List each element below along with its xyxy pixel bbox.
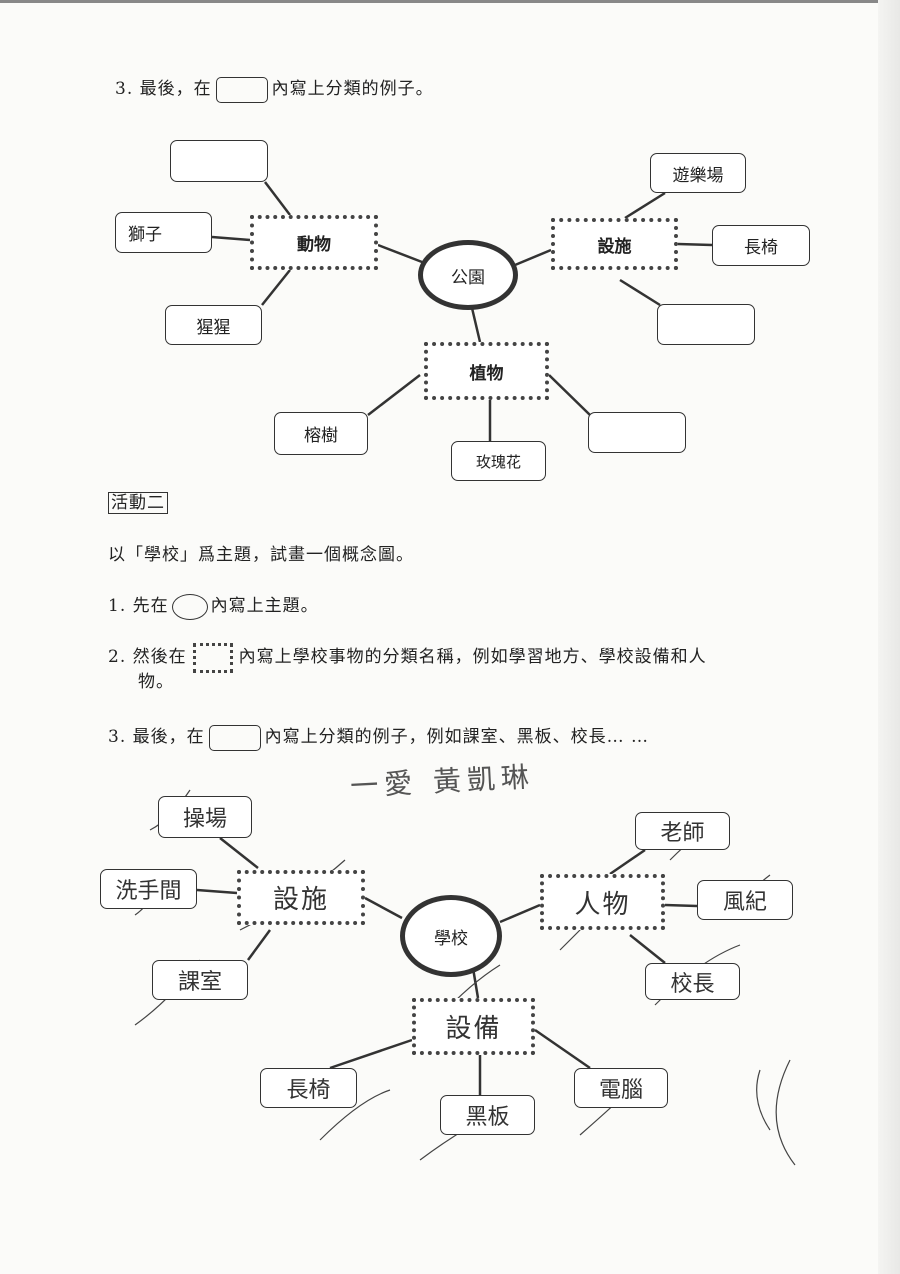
- example-box-empty[interactable]: [588, 412, 686, 453]
- step-text: 3. 最後，在: [115, 79, 212, 99]
- step-text: 2. 然後在: [108, 647, 187, 667]
- example-label: 遊樂場: [672, 165, 724, 186]
- center-topic-label: 學校: [434, 928, 468, 949]
- example-box: 獅子: [115, 212, 212, 253]
- heading-label: 活動二: [108, 492, 168, 514]
- category-label: 設施: [272, 885, 329, 915]
- example-box-symbol: [215, 76, 268, 103]
- example-box-empty[interactable]: [657, 304, 755, 345]
- step-text: 1. 先在: [108, 596, 169, 616]
- example-label: 電腦: [598, 1078, 643, 1103]
- example-label: 榕樹: [304, 426, 338, 446]
- example-box: 榕樹: [274, 412, 368, 455]
- example-box: 課室: [152, 960, 248, 1000]
- category-label: 植物: [469, 363, 504, 384]
- example-box: 猩猩: [165, 305, 262, 345]
- example-box-symbol: [208, 724, 261, 751]
- category-label: 設備: [445, 1014, 502, 1044]
- example-label: 獅子: [128, 225, 162, 245]
- example-label: 玫瑰花: [475, 452, 521, 471]
- scan-top-edge: [0, 0, 900, 3]
- activity-intro: 以「學校」爲主題，試畫一個概念圖。: [108, 545, 414, 565]
- example-label: 長椅: [744, 238, 778, 258]
- example-box: 風紀: [697, 880, 793, 920]
- example-box: 洗手間: [100, 869, 197, 909]
- example-box-empty[interactable]: [170, 140, 268, 182]
- instruction-step-3: 3. 最後，在 內寫上分類的例子。: [115, 74, 434, 103]
- category-box: 設施: [551, 218, 678, 270]
- step-text: 3. 最後，在: [108, 727, 205, 747]
- step-text: 內寫上分類的例子。: [271, 79, 434, 99]
- scan-right-edge: [878, 0, 900, 1274]
- example-label: 洗手間: [115, 879, 182, 904]
- instruction-step-2: 2. 然後在 內寫上學校事物的分類名稱，例如學習地方、學校設備和人: [108, 642, 707, 673]
- center-topic-label: 公園: [451, 267, 485, 288]
- category-box: 設施: [237, 870, 365, 925]
- step-text: 內寫上分類的例子，例如課室、黑板、校長… …: [264, 727, 650, 747]
- category-box: 動物: [250, 215, 378, 270]
- category-label: 人物: [574, 889, 631, 920]
- example-label: 風紀: [722, 890, 767, 915]
- example-box: 電腦: [574, 1068, 668, 1108]
- instruction-step-3: 3. 最後，在 內寫上分類的例子，例如課室、黑板、校長… …: [108, 722, 649, 751]
- example-box: 遊樂場: [650, 153, 746, 193]
- center-topic-oval: 公園: [418, 240, 518, 310]
- example-label: 黑板: [465, 1105, 510, 1130]
- example-label: 課室: [177, 970, 222, 995]
- example-label: 老師: [660, 821, 705, 846]
- activity-heading: 活動二: [108, 488, 168, 514]
- example-label: 操場: [182, 807, 227, 832]
- category-box: 植物: [424, 342, 549, 400]
- category-box: 人物: [540, 874, 665, 930]
- example-label: 長椅: [286, 1078, 331, 1103]
- example-box: 黑板: [440, 1095, 535, 1135]
- category-label: 動物: [297, 235, 331, 255]
- example-box: 操場: [158, 796, 252, 838]
- example-label: 猩猩: [196, 317, 231, 338]
- category-label: 設施: [597, 236, 632, 257]
- step-text-continued: 物。: [138, 672, 174, 692]
- center-topic-oval: 學校: [400, 895, 502, 977]
- example-label: 校長: [670, 971, 715, 997]
- oval-symbol: [171, 593, 208, 620]
- step-text: 內寫上學校事物的分類名稱，例如學習地方、學校設備和人: [238, 647, 707, 667]
- category-box: 設備: [412, 998, 535, 1055]
- example-box: 老師: [635, 812, 730, 850]
- example-box: 玫瑰花: [451, 441, 546, 481]
- example-box: 長椅: [260, 1068, 357, 1108]
- example-box: 長椅: [712, 225, 810, 266]
- step-text: 內寫上主題。: [210, 596, 319, 616]
- example-box: 校長: [645, 963, 740, 1000]
- dotted-box-symbol: [192, 642, 233, 673]
- instruction-step-1: 1. 先在 內寫上主題。: [108, 591, 319, 620]
